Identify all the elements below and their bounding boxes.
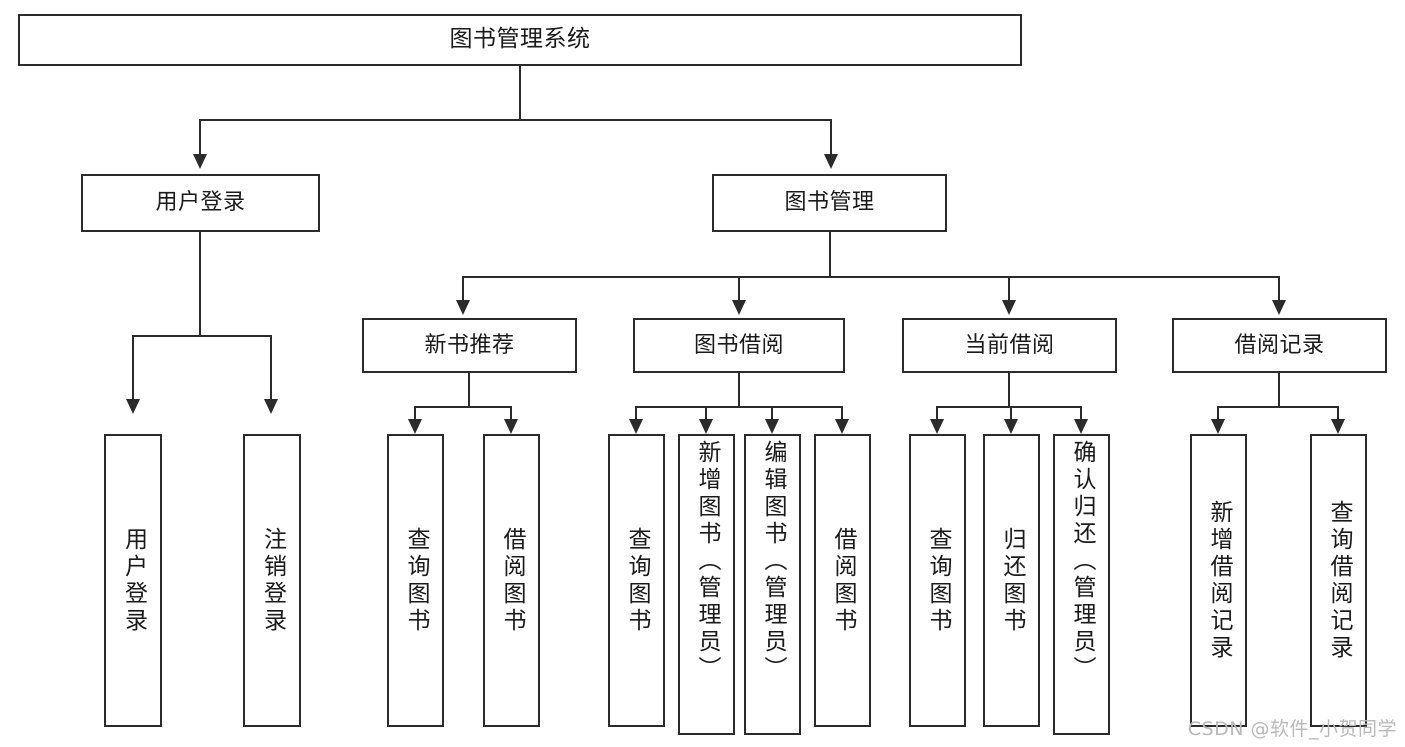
node-leaf-query-book-bor[interactable]: 查询图书 — [608, 434, 665, 727]
node-user-login-label: 用户登录 — [155, 190, 246, 216]
node-leaf-borrow-book-bor-label: 借阅图书 — [830, 526, 856, 635]
edge-bb-stem — [738, 373, 740, 407]
node-user-login[interactable]: 用户登录 — [81, 174, 320, 232]
arrowhead-leaf-query-book-rec — [408, 419, 422, 434]
edge-nbr-stem — [468, 373, 470, 407]
node-book-borrow[interactable]: 图书借阅 — [633, 318, 845, 373]
edge-nbr-to-leaf2 — [510, 406, 512, 420]
edge-book-manage-stem — [829, 232, 831, 277]
arrowhead-leaf-borrow-book-bor — [835, 419, 849, 434]
arrowhead-current-borrow — [1002, 300, 1016, 315]
edge-cb-to-leaf3 — [1080, 406, 1082, 420]
edge-br-stem — [1278, 373, 1280, 407]
edge-bb-to-leaf1 — [635, 406, 637, 420]
edge-nbr-bus — [414, 406, 512, 408]
edge-bb-bus — [635, 406, 841, 408]
node-leaf-borrow-book-rec-label: 借阅图书 — [499, 526, 525, 635]
arrowhead-leaf-user-login — [126, 399, 140, 414]
arrowhead-leaf-confirm-return — [1074, 419, 1088, 434]
edge-book-manage-bus — [462, 276, 1279, 278]
node-book-manage[interactable]: 图书管理 — [712, 174, 947, 232]
node-leaf-edit-book-label: 编辑图书（管理员） — [760, 440, 786, 683]
edge-cb-to-leaf2 — [1010, 406, 1012, 420]
node-leaf-query-book-cur-label: 查询图书 — [925, 526, 951, 635]
node-leaf-query-book-rec-label: 查询图书 — [403, 526, 429, 635]
node-new-book-rec[interactable]: 新书推荐 — [362, 318, 577, 373]
edge-bb-to-leaf3 — [771, 406, 773, 420]
arrowhead-new-book-rec — [456, 300, 470, 315]
edge-br-to-leaf2 — [1337, 406, 1339, 420]
edge-user-login-to-leaf2 — [270, 335, 272, 400]
node-leaf-borrow-book-rec[interactable]: 借阅图书 — [483, 434, 540, 727]
node-leaf-edit-book[interactable]: 编辑图书（管理员） — [744, 434, 801, 735]
node-leaf-add-book[interactable]: 新增图书（管理员） — [678, 434, 735, 735]
edge-br-to-leaf1 — [1217, 406, 1219, 420]
node-leaf-query-record-label: 查询借阅记录 — [1326, 499, 1352, 662]
arrowhead-book-manage — [824, 154, 838, 169]
arrowhead-leaf-add-record — [1211, 419, 1225, 434]
arrowhead-leaf-edit-book — [765, 419, 779, 434]
edge-cb-to-leaf1 — [936, 406, 938, 420]
node-current-borrow-label: 当前借阅 — [964, 332, 1055, 358]
node-leaf-return-book-label: 归还图书 — [999, 526, 1025, 635]
edge-cb-stem — [1008, 373, 1010, 407]
arrowhead-book-borrow — [732, 300, 746, 315]
node-leaf-user-login-label: 用户登录 — [120, 526, 147, 635]
arrowhead-user-login — [193, 154, 207, 169]
node-root[interactable]: 图书管理系统 — [18, 14, 1022, 66]
node-leaf-confirm-return-label: 确认归还（管理员） — [1069, 440, 1095, 683]
node-book-borrow-label: 图书借阅 — [693, 332, 784, 358]
watermark-text: CSDN @软件_小贺同学 — [1187, 718, 1397, 740]
node-current-borrow[interactable]: 当前借阅 — [902, 318, 1117, 373]
node-leaf-confirm-return[interactable]: 确认归还（管理员） — [1053, 434, 1110, 735]
edge-cb-bus — [936, 406, 1081, 408]
arrowhead-leaf-add-book — [699, 419, 713, 434]
node-leaf-query-book-cur[interactable]: 查询图书 — [909, 434, 966, 727]
arrowhead-leaf-query-book-cur — [930, 419, 944, 434]
arrowhead-leaf-query-record — [1331, 419, 1345, 434]
edge-root-to-user-login — [199, 119, 201, 155]
edge-user-login-to-leaf1 — [132, 335, 134, 400]
edge-root-stem — [519, 66, 521, 120]
node-borrow-record-label: 借阅记录 — [1234, 332, 1325, 358]
edge-nbr-to-leaf1 — [414, 406, 416, 420]
arrowhead-leaf-borrow-book-rec — [504, 419, 518, 434]
edge-bm-to-borrow-record — [1278, 276, 1280, 301]
node-new-book-rec-label: 新书推荐 — [424, 332, 515, 358]
edge-br-bus — [1217, 406, 1339, 408]
node-leaf-logout-label: 注销登录 — [259, 526, 286, 635]
edge-root-to-book-manage — [830, 119, 832, 155]
node-leaf-return-book[interactable]: 归还图书 — [983, 434, 1040, 727]
arrowhead-leaf-query-book-bor — [629, 419, 643, 434]
edge-bm-to-current-borrow — [1008, 276, 1010, 301]
node-leaf-add-book-label: 新增图书（管理员） — [694, 440, 720, 683]
node-leaf-borrow-book-bor[interactable]: 借阅图书 — [814, 434, 871, 727]
edge-user-login-bus — [132, 335, 270, 337]
node-leaf-user-login[interactable]: 用户登录 — [104, 434, 162, 727]
edge-bb-to-leaf2 — [705, 406, 707, 420]
node-leaf-logout[interactable]: 注销登录 — [243, 434, 301, 727]
node-leaf-query-book-bor-label: 查询图书 — [624, 526, 650, 635]
arrowhead-leaf-logout — [264, 399, 278, 414]
node-root-label: 图书管理系统 — [449, 26, 591, 53]
node-leaf-query-record[interactable]: 查询借阅记录 — [1310, 434, 1367, 727]
arrowhead-borrow-record — [1272, 300, 1286, 315]
node-leaf-add-record-label: 新增借阅记录 — [1206, 499, 1232, 662]
edge-bm-to-new-book-rec — [462, 276, 464, 301]
node-borrow-record[interactable]: 借阅记录 — [1172, 318, 1387, 373]
edge-user-login-stem — [199, 232, 201, 336]
arrowhead-leaf-return-book — [1004, 419, 1018, 434]
node-book-manage-label: 图书管理 — [784, 190, 875, 216]
node-leaf-add-record[interactable]: 新增借阅记录 — [1190, 434, 1247, 727]
edge-root-bus — [199, 119, 831, 121]
edge-bb-to-leaf4 — [841, 406, 843, 420]
edge-bm-to-book-borrow — [738, 276, 740, 301]
node-leaf-query-book-rec[interactable]: 查询图书 — [387, 434, 444, 727]
